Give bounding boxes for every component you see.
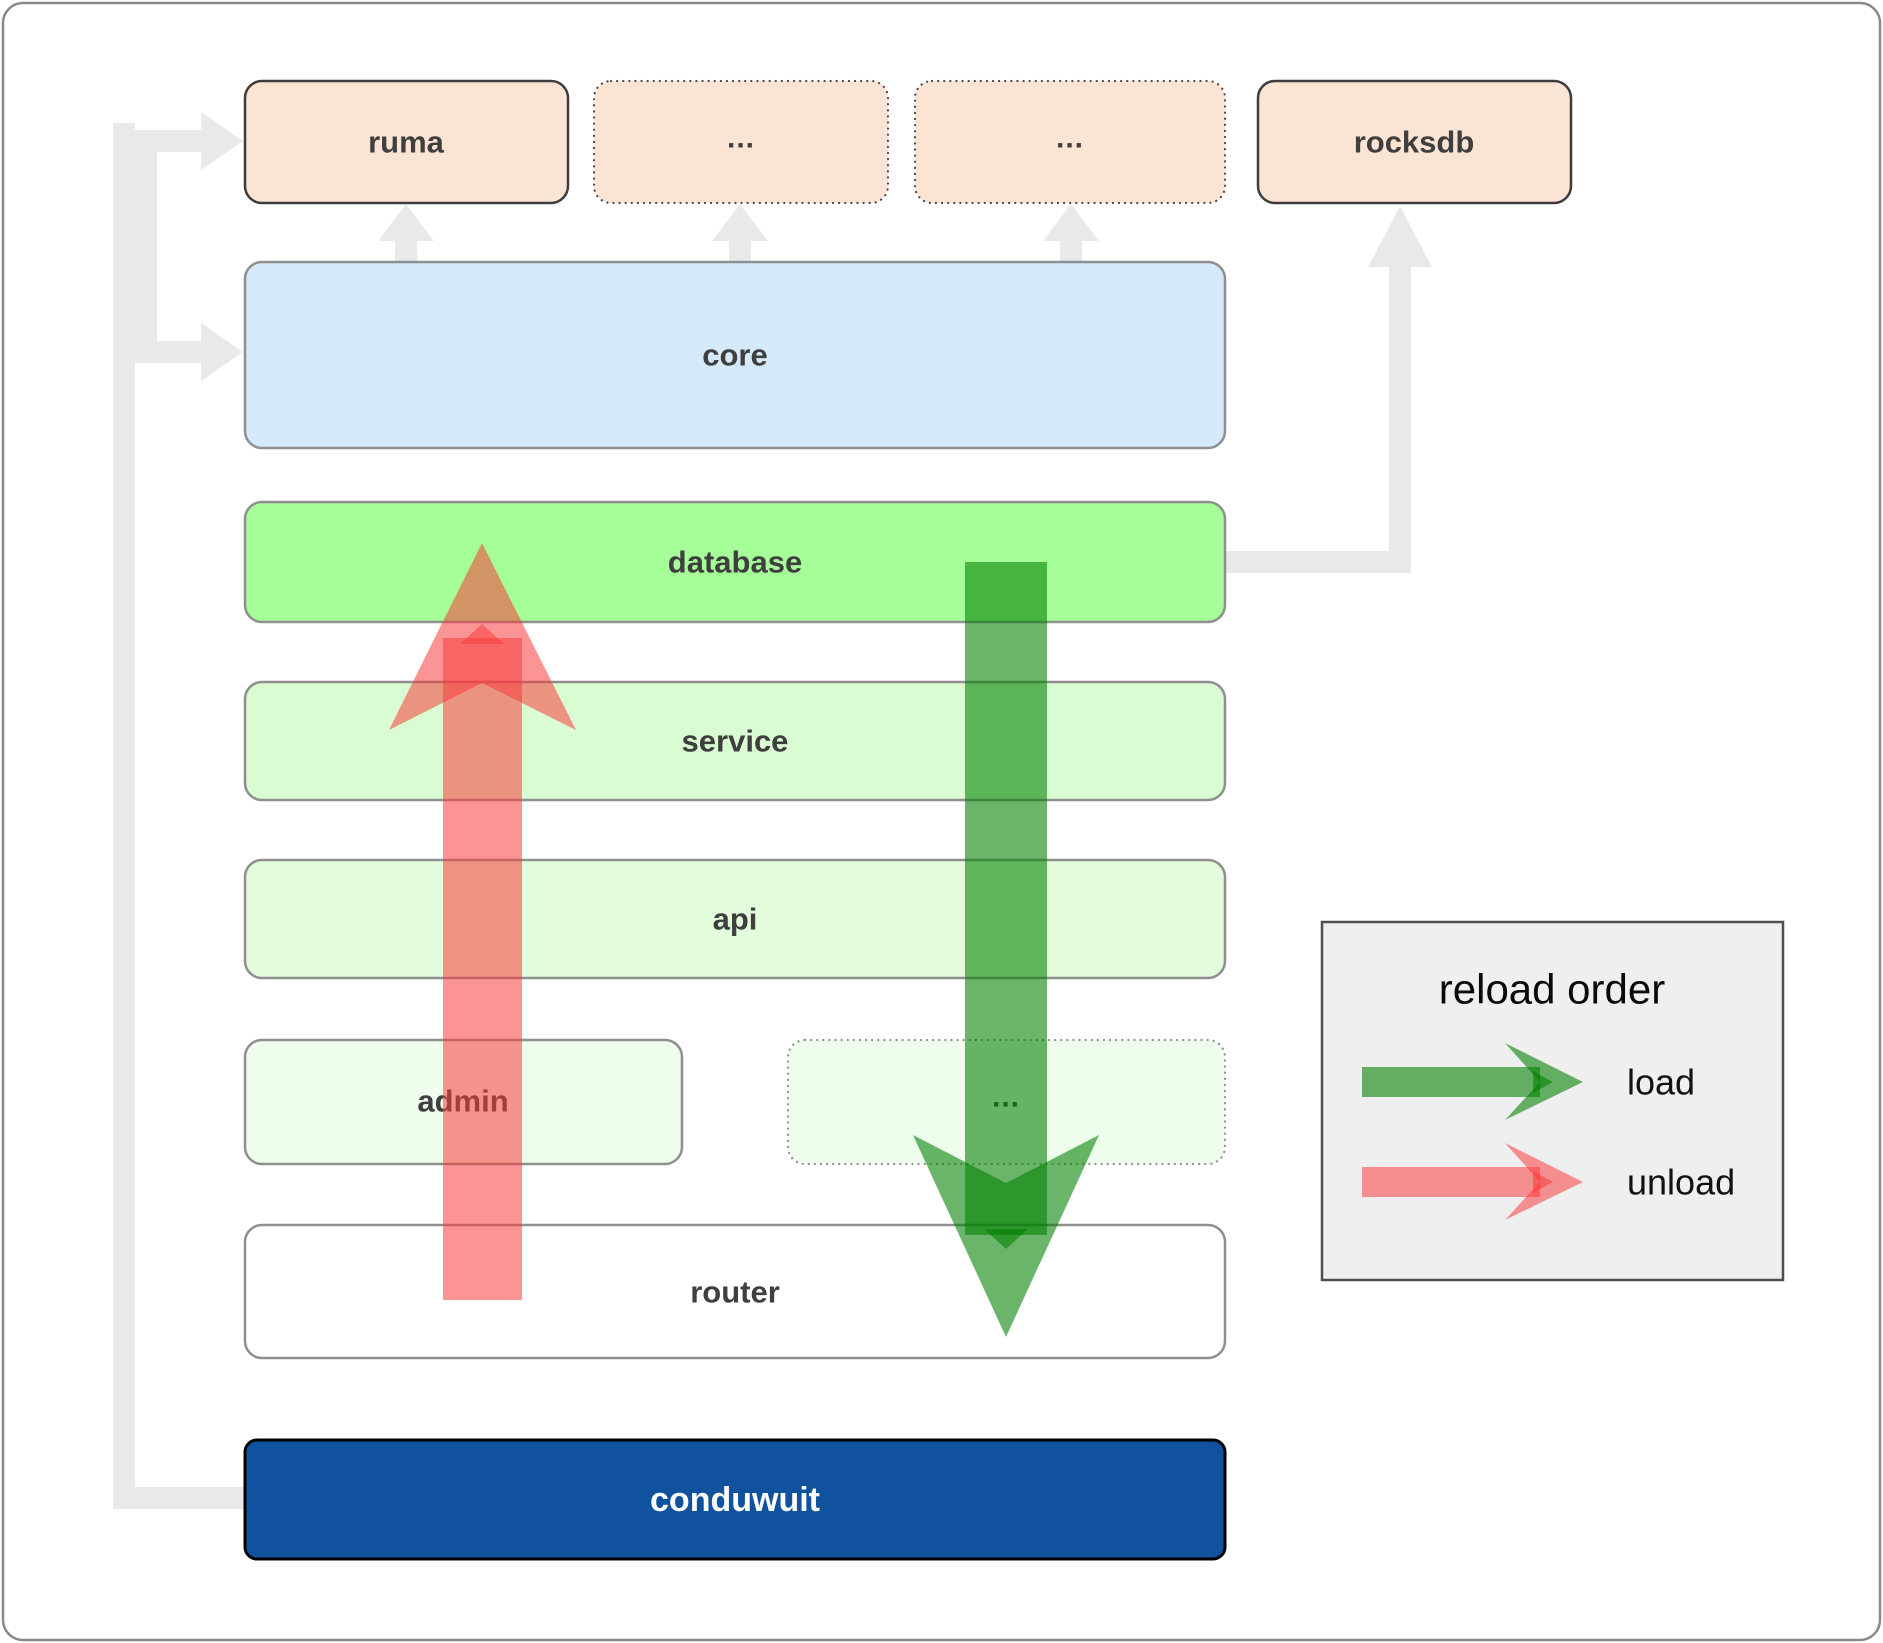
node-database-label: database [668, 545, 802, 580]
unload-arrow [389, 543, 576, 1300]
arrowhead-into-ruma [201, 112, 243, 170]
unload-arrow-shaft [443, 638, 522, 1300]
legend-unload-arrow-shaft [1362, 1167, 1540, 1197]
node-dependency-ellipsis-1-label: ... [727, 122, 755, 155]
node-core-label: core [702, 338, 767, 373]
connector-core-vertical [135, 130, 157, 363]
unload-arrow-head [389, 543, 576, 730]
legend-unload-arrow [1362, 1143, 1583, 1220]
arrowhead-core-to-ruma [378, 204, 434, 241]
arrowhead-core-to-ellipsis2 [1043, 204, 1099, 241]
connector-core-to-ellipsis2 [1060, 238, 1082, 264]
load-arrow-head [913, 1135, 1099, 1337]
legend-unload-arrow-head [1505, 1143, 1583, 1220]
legend-load-arrow-shaft [1362, 1067, 1540, 1097]
connector-database-horizontal [1225, 551, 1411, 573]
connector-core-horizontal [135, 341, 201, 363]
arrowhead-into-core [201, 323, 243, 381]
legend-box [1320, 920, 1785, 1282]
node-conduwuit-label: conduwuit [650, 1481, 820, 1519]
connector-conduwuit-elbow [113, 1487, 247, 1509]
arrowhead-into-rocksdb [1368, 206, 1432, 267]
legend-load-label: load [1627, 1062, 1695, 1103]
legend-load-arrow [1362, 1043, 1583, 1120]
node-ruma-label: ruma [368, 125, 445, 160]
node-dependency-ellipsis-1 [592, 79, 890, 205]
node-core [243, 260, 1227, 450]
node-dependency-ellipsis-2 [913, 79, 1227, 205]
node-rocksdb-label: rocksdb [1354, 125, 1475, 160]
legend: reload order load unload [1320, 920, 1785, 1282]
arrowhead-core-to-ellipsis1 [712, 204, 768, 241]
legend-load-arrow-head [1505, 1043, 1583, 1120]
node-router-label: router [690, 1275, 780, 1310]
connector-conduwuit-vertical [113, 123, 135, 1509]
node-service-label: service [682, 724, 789, 759]
gray-connectors [113, 112, 1432, 1509]
legend-unload-label: unload [1627, 1162, 1735, 1203]
connector-core-to-ellipsis1 [729, 238, 751, 264]
node-api-label: api [713, 902, 758, 937]
connector-rocksdb-vertical [1389, 230, 1411, 573]
node-dependency-ellipsis-2-label: ... [1056, 122, 1084, 155]
node-conduwuit [243, 1438, 1227, 1561]
load-arrow-shaft [965, 562, 1047, 1235]
node-rocksdb [1256, 79, 1573, 205]
connector-core-to-ruma [395, 238, 417, 264]
load-arrow [913, 562, 1099, 1337]
node-ruma [243, 79, 570, 205]
legend-title: reload order [1439, 966, 1665, 1013]
